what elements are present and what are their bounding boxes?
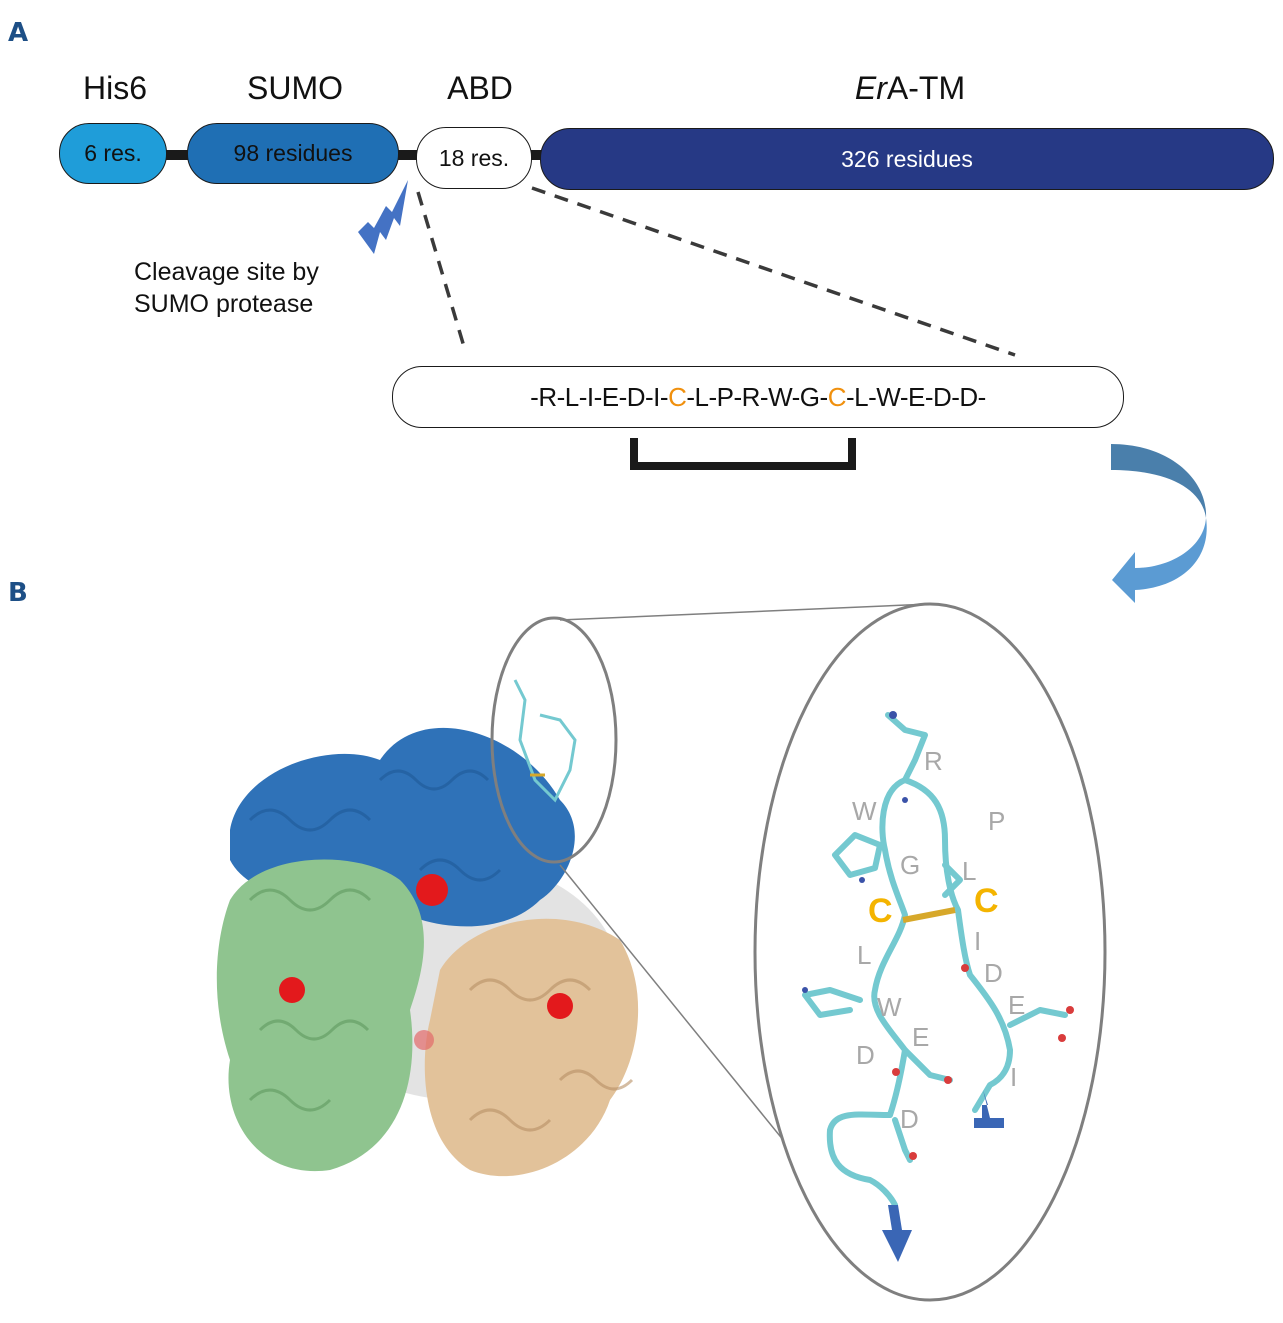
residue-label-c-left: C [868, 892, 893, 930]
ligand-2 [279, 977, 305, 1003]
domain-title-era-rest: A-TM [886, 70, 966, 106]
peptide-detail [802, 712, 1068, 1208]
disulfide-bracket [630, 438, 856, 470]
domain-size-era-tm: 326 residues [841, 145, 973, 172]
sequence-part-3: -L-W-E-D-D- [845, 381, 986, 412]
domain-pill-era-tm: 326 residues [540, 128, 1274, 190]
linker-sumo-abd [396, 150, 420, 160]
sequence-part-1: -R-L-I-E-D-I- [530, 381, 669, 412]
curved-arrow-icon [1111, 444, 1207, 603]
nitrogen-atoms [802, 711, 908, 993]
zoom-connector-top [559, 603, 931, 621]
domain-title-era-tm: ErA-TM [760, 70, 1060, 107]
domain-size-abd: 18 res. [438, 144, 510, 171]
sequence-cysteine-2: C [827, 381, 847, 412]
domain-pill-sumo: 98 residues [187, 123, 399, 184]
oxygen-atoms [892, 964, 1074, 1160]
cleavage-line-2: SUMO protease [134, 290, 314, 318]
residue-label-l-top: L [962, 856, 977, 886]
residue-label-c-right: C [974, 882, 999, 920]
residue-label-d-left: D [856, 1040, 875, 1070]
panel-a-label: A [8, 18, 29, 48]
domain-title-abd: ABD [447, 70, 513, 106]
cleavage-site-label: Cleavage site by SUMO protease [134, 256, 319, 320]
cleavage-bolt-icon [358, 180, 408, 254]
domain-size-sumo: 98 residues [233, 140, 353, 166]
ligand-3 [547, 993, 573, 1019]
domain-title-era-italic: Er [854, 70, 887, 106]
residue-label-w-top: W [852, 796, 877, 826]
n-terminus-bar-icon [974, 1090, 1004, 1128]
c-terminus-arrow-icon [882, 1205, 912, 1262]
zoom-detail-ellipse [753, 602, 1107, 1302]
residue-label-d-bottom: D [900, 1104, 919, 1134]
zoom-dashed-line-right [531, 186, 1016, 357]
ligand-1 [416, 874, 448, 906]
residue-label-l-mid: L [857, 940, 872, 970]
domain-pill-his6: 6 res. [59, 123, 167, 184]
chain-tan [424, 918, 639, 1177]
residue-label-p: P [988, 806, 1006, 836]
zoom-source-ellipse [490, 616, 618, 864]
residue-label-i-top: I [974, 926, 982, 956]
residue-label-i-bottom: I [1010, 1062, 1018, 1092]
protein-structure [216, 679, 639, 1177]
cleavage-line-1: Cleavage site by [134, 258, 319, 286]
residue-label-w-mid: W [877, 992, 902, 1022]
residue-label-r: R [924, 746, 943, 776]
residue-label-g: G [900, 850, 921, 880]
peptide-small [513, 679, 577, 803]
domain-size-his6: 6 res. [84, 140, 142, 166]
residue-label-d-right: D [984, 958, 1003, 988]
domain-title-his6: His6 [82, 70, 147, 106]
zoom-dashed-line-left [416, 191, 467, 351]
ligand-4 [414, 1030, 434, 1050]
chain-green [216, 859, 424, 1172]
linker-his6-sumo [165, 150, 193, 160]
domain-title-sumo: SUMO [247, 70, 343, 106]
sequence-cysteine-1: C [668, 381, 687, 412]
disulfide-bond [902, 907, 956, 923]
residue-label-e-mid: E [912, 1022, 930, 1052]
panel-b-label: B [8, 578, 28, 608]
domain-pill-abd: 18 res. [416, 127, 532, 189]
sequence-part-2: -L-P-R-W-G- [686, 381, 828, 412]
abd-sequence-box: -R-L-I-E-D-I-C-L-P-R-W-G-C-L-W-E-D-D- [392, 366, 1124, 428]
linker-abd-era [526, 150, 546, 160]
residue-label-e-right: E [1008, 990, 1026, 1020]
